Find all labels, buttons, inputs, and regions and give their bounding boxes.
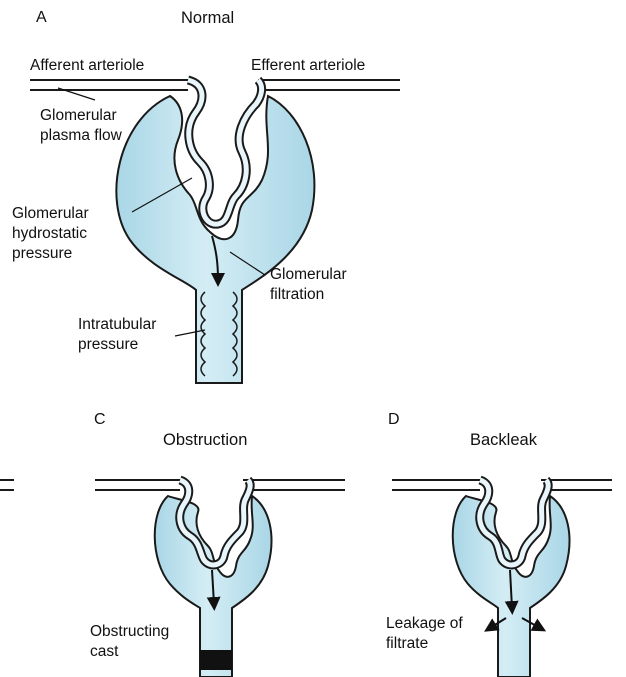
- panel-d-title: Backleak: [470, 430, 537, 450]
- glomerular-plasma-flow-label: Glomerular plasma flow: [40, 106, 122, 146]
- glomerular-filtration-label: Glomerular filtration: [270, 265, 347, 305]
- afferent-arteriole: [30, 80, 195, 90]
- intratubular-pressure-label: Intratubular pressure: [78, 315, 156, 355]
- panel-b-fragment: [0, 480, 14, 490]
- obstructing-cast: [200, 650, 232, 670]
- panel-c-letter: C: [94, 410, 106, 430]
- panel-d-letter: D: [388, 410, 400, 430]
- panel-a-letter: A: [36, 8, 47, 28]
- obstructing-cast-label: Obstructing cast: [90, 622, 169, 662]
- efferent-arteriole: [258, 80, 400, 90]
- efferent-arteriole-label: Efferent arteriole: [251, 56, 365, 76]
- leakage-of-filtrate-label: Leakage of filtrate: [386, 614, 463, 654]
- afferent-arteriole-label: Afferent arteriole: [30, 56, 144, 76]
- panel-a-title: Normal: [181, 8, 234, 28]
- panel-c-title: Obstruction: [163, 430, 247, 450]
- glomerular-hydrostatic-pressure-label: Glomerular hydrostatic pressure: [12, 204, 89, 264]
